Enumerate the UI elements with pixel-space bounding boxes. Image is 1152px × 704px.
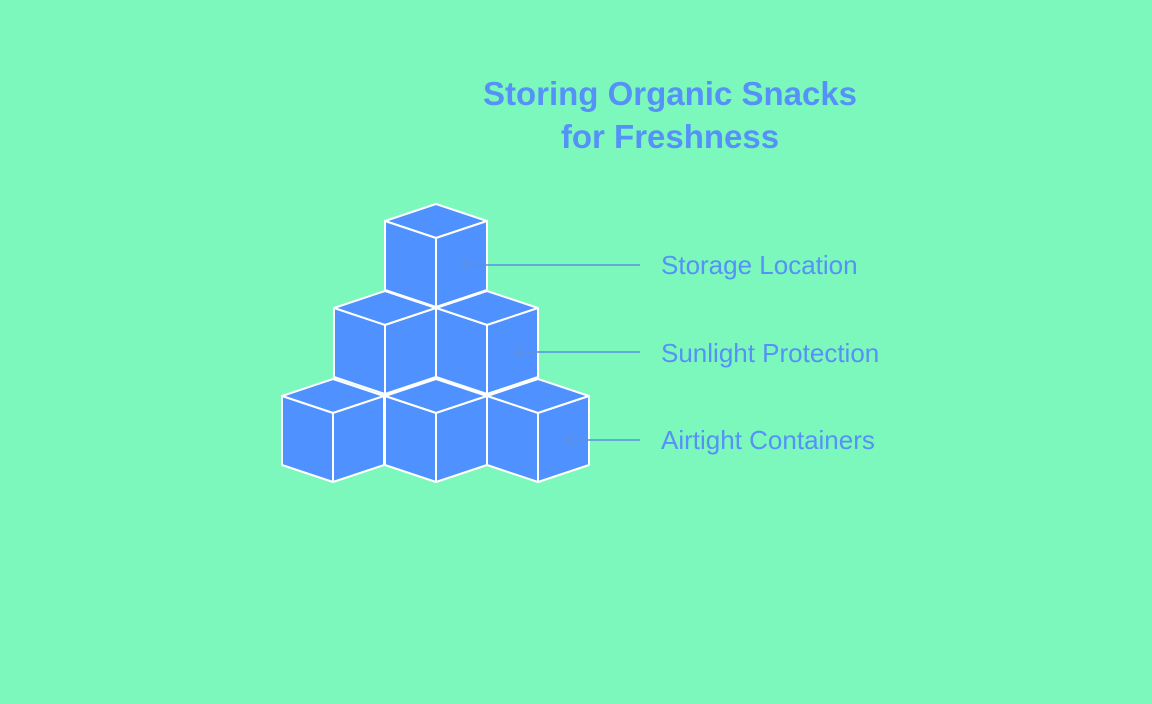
- diagram-title: Storing Organic Snacks for Freshness: [420, 72, 920, 158]
- cube: [333, 290, 437, 395]
- arrow-icon: [564, 432, 640, 448]
- title-line-1: Storing Organic Snacks: [482, 75, 858, 112]
- label-sunlight-protection: Sunlight Protection: [661, 338, 880, 368]
- cube: [281, 378, 385, 483]
- label-storage-location: Storage Location: [661, 250, 858, 280]
- title-line-2: for Freshness: [560, 118, 780, 155]
- label-airtight-containers: Airtight Containers: [661, 425, 875, 455]
- arrow-icon: [460, 257, 640, 273]
- cube: [486, 378, 590, 483]
- cube: [435, 290, 539, 395]
- arrow-icon: [512, 344, 640, 360]
- cube: [384, 378, 488, 483]
- cube: [384, 203, 488, 308]
